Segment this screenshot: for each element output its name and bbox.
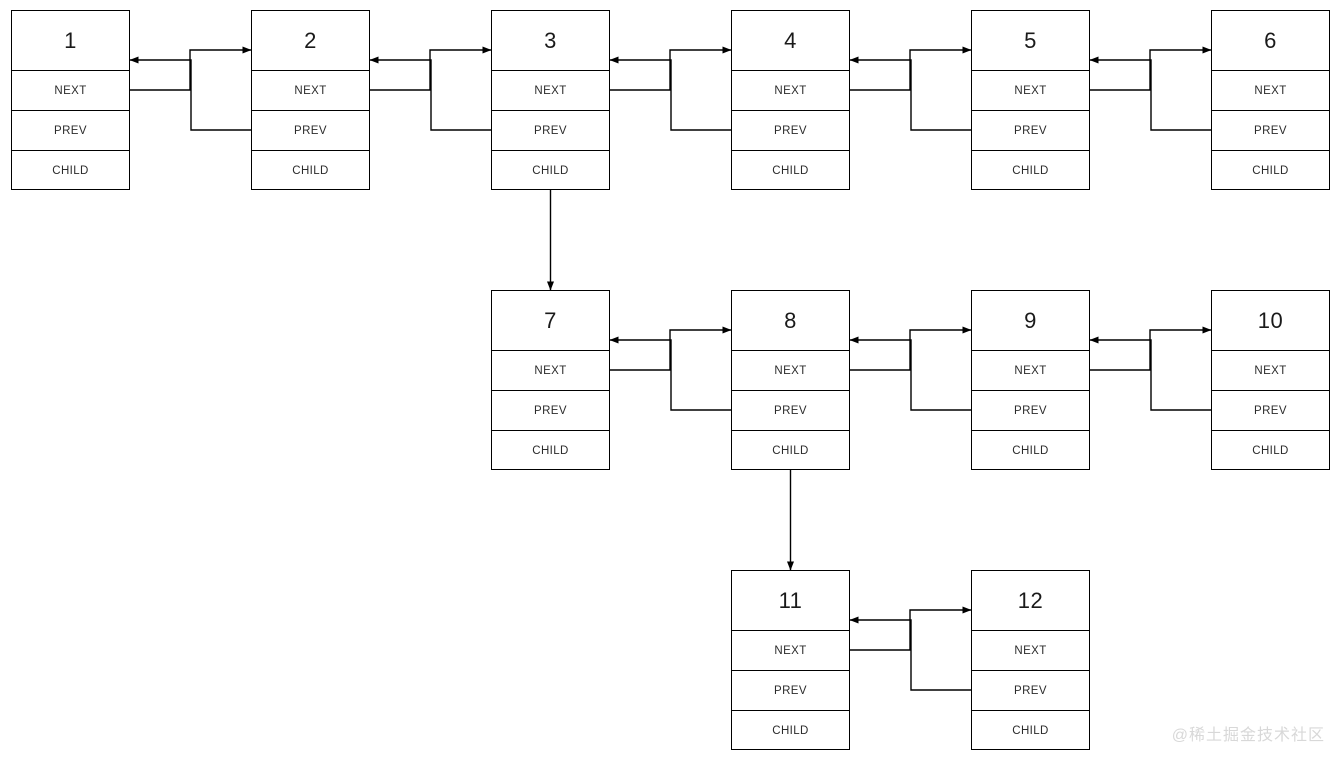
prev-pointer-4-to-3	[609, 56, 731, 131]
node-label: 7	[492, 291, 609, 351]
node-field-child: CHILD	[1252, 445, 1289, 457]
node-field-prev: PREV	[972, 111, 1089, 151]
next-pointer-11-to-12	[850, 606, 972, 651]
node-label: 12	[972, 571, 1089, 631]
node-field-next: NEXT	[732, 631, 849, 671]
node-field-child: CHILD	[1012, 165, 1049, 177]
node-field-prev: PREV	[732, 111, 849, 151]
node-field-next: NEXT	[972, 71, 1089, 111]
node-field-prev: PREV	[732, 671, 849, 711]
node-field-child: CHILD	[532, 445, 569, 457]
node-field-child: CHILD	[772, 165, 809, 177]
node-field-prev: PREV	[1212, 111, 1329, 151]
node-field-next: NEXT	[492, 351, 609, 391]
node-field-prev: PREV	[12, 111, 129, 151]
watermark: @稀土掘金技术社区	[1171, 727, 1325, 744]
prev-pointer-3-to-2	[369, 56, 491, 131]
prev-pointer-9-to-8	[849, 336, 971, 411]
next-pointer-1-to-2	[130, 46, 252, 91]
prev-pointer-8-to-7	[609, 336, 731, 411]
node-field-next: NEXT	[972, 351, 1089, 391]
node-field-prev: PREV	[1212, 391, 1329, 431]
node-label: 10	[1212, 291, 1329, 351]
node-label: 11	[732, 571, 849, 631]
node-field-prev: PREV	[492, 111, 609, 151]
node-field-child: CHILD	[52, 165, 89, 177]
node-field-child: CHILD	[292, 165, 329, 177]
node-field-next: NEXT	[1212, 351, 1329, 391]
prev-pointer-10-to-9	[1089, 336, 1211, 411]
node-field-next: NEXT	[732, 71, 849, 111]
prev-pointer-12-to-11	[849, 616, 971, 691]
node-field-next: NEXT	[492, 71, 609, 111]
next-pointer-8-to-9	[850, 326, 972, 371]
node-field-child: CHILD	[1012, 445, 1049, 457]
node-field-prev: PREV	[252, 111, 369, 151]
next-pointer-3-to-4	[610, 46, 732, 91]
node-field-next: NEXT	[1212, 71, 1329, 111]
node-label: 8	[732, 291, 849, 351]
node-label: 2	[252, 11, 369, 71]
next-pointer-9-to-10	[1090, 326, 1212, 371]
prev-pointer-6-to-5	[1089, 56, 1211, 131]
node-field-child: CHILD	[772, 445, 809, 457]
prev-pointer-2-to-1	[129, 56, 251, 131]
node-field-child: CHILD	[532, 165, 569, 177]
node-label: 5	[972, 11, 1089, 71]
prev-pointer-5-to-4	[849, 56, 971, 131]
node-label: 4	[732, 11, 849, 71]
node-label: 6	[1212, 11, 1329, 71]
node-field-child: CHILD	[1012, 725, 1049, 737]
node-field-prev: PREV	[972, 671, 1089, 711]
next-pointer-4-to-5	[850, 46, 972, 91]
next-pointer-2-to-3	[370, 46, 492, 91]
node-field-next: NEXT	[252, 71, 369, 111]
node-field-next: NEXT	[12, 71, 129, 111]
node-field-prev: PREV	[492, 391, 609, 431]
node-field-next: NEXT	[972, 631, 1089, 671]
node-field-prev: PREV	[972, 391, 1089, 431]
next-pointer-7-to-8	[610, 326, 732, 371]
node-field-next: NEXT	[732, 351, 849, 391]
node-field-child: CHILD	[772, 725, 809, 737]
node-field-child: CHILD	[1252, 165, 1289, 177]
node-label: 3	[492, 11, 609, 71]
node-label: 1	[12, 11, 129, 71]
node-label: 9	[972, 291, 1089, 351]
next-pointer-5-to-6	[1090, 46, 1212, 91]
node-field-prev: PREV	[732, 391, 849, 431]
